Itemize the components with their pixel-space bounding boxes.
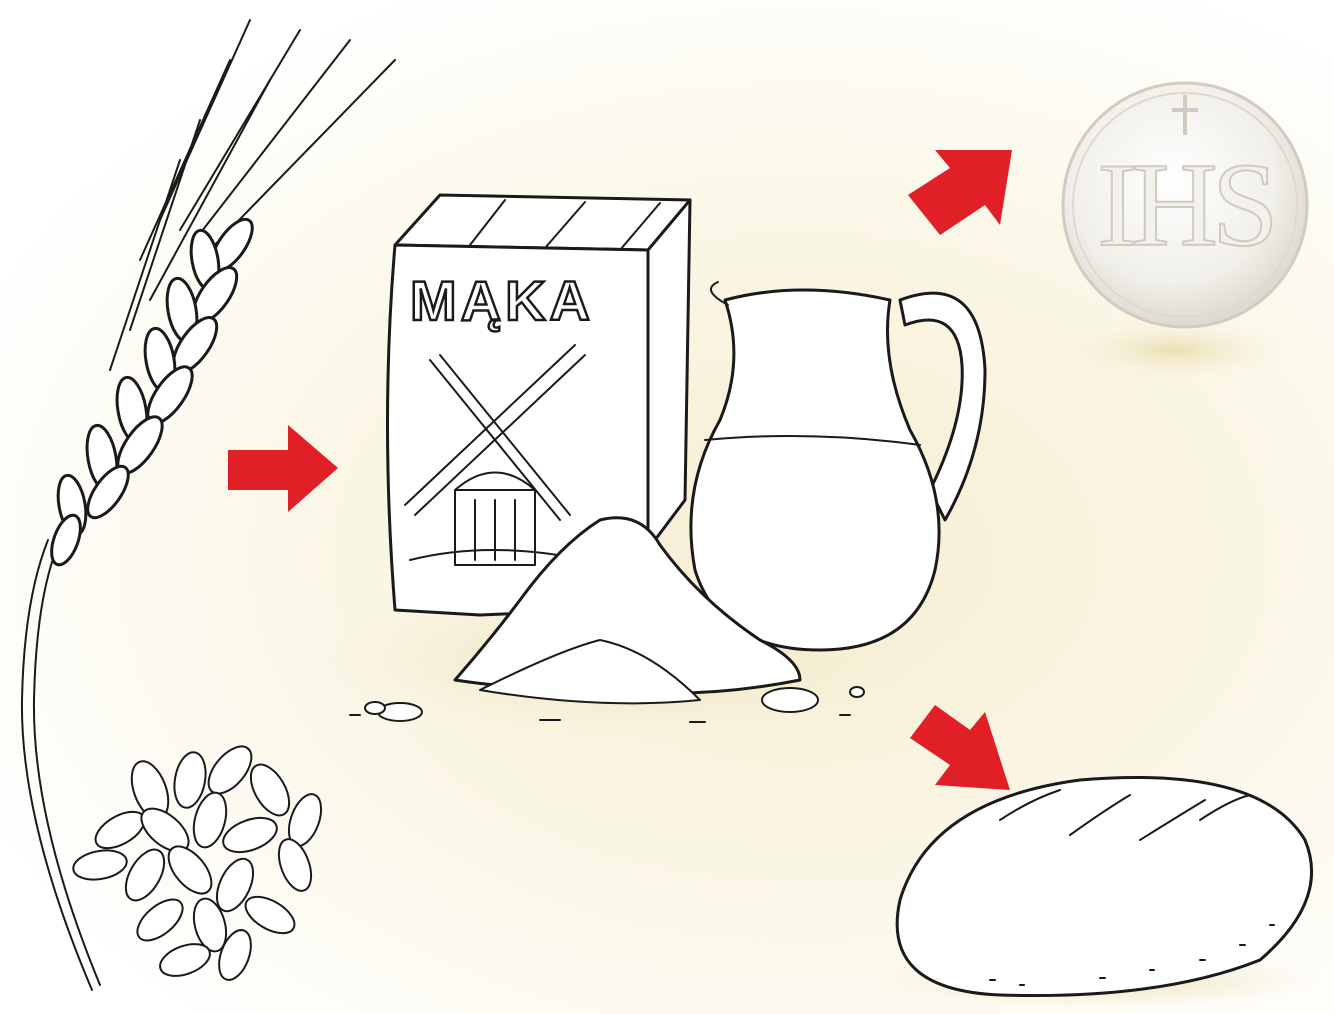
bread-loaf — [870, 778, 1330, 1011]
wheat-stem — [22, 540, 92, 990]
water-jug — [691, 282, 985, 650]
wheat-stem-edge — [34, 545, 100, 985]
arrow-grain-to-flour — [228, 425, 338, 512]
wheat-awns — [110, 20, 395, 370]
host-shadow — [1065, 320, 1285, 380]
wheat-grains — [71, 739, 327, 984]
jug-body — [691, 290, 939, 650]
flour-bag-label: MĄKA — [410, 269, 594, 332]
arrow-flour-to-bread — [910, 705, 1010, 790]
wheat-kernels — [46, 213, 260, 569]
host-inscription: IHS — [1097, 138, 1272, 271]
arrow-flour-to-host — [908, 150, 1012, 235]
host-wafer: IHS — [1063, 83, 1307, 380]
